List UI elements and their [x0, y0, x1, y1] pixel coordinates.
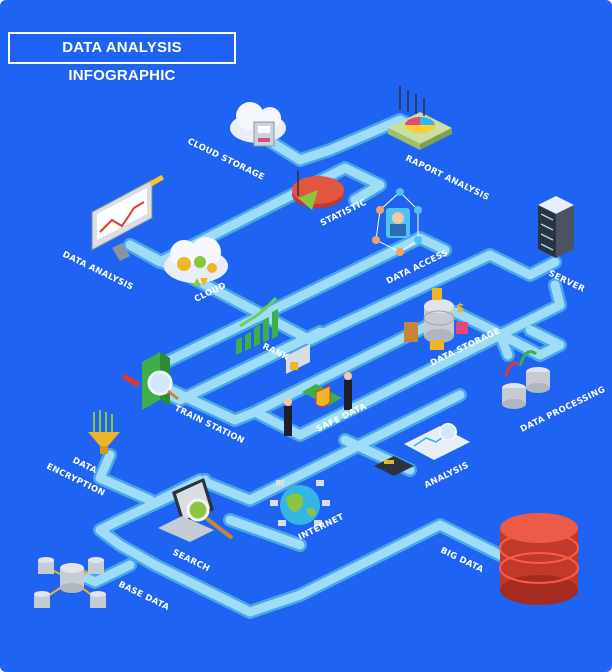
data-storage-icon: $	[404, 288, 468, 350]
rank-bar-chart-icon	[236, 296, 278, 355]
monitor-chart-icon	[91, 174, 165, 261]
cloud-gears-icon	[164, 237, 228, 286]
big-data-database-icon	[499, 513, 579, 605]
data-encryption-funnel-icon	[88, 410, 120, 454]
label-analysis: ANALYSIS	[423, 461, 471, 491]
data-processing-icon	[502, 350, 550, 409]
raport-analysis-icon	[388, 86, 452, 150]
search-laptop-icon	[158, 478, 234, 542]
pie-chart-icon	[292, 170, 344, 210]
svg-text:$: $	[456, 301, 464, 315]
page-title: DATA ANALYSIS INFOGRAPHIC	[8, 32, 236, 84]
safe-data-icon	[284, 344, 352, 436]
cloud-storage-icon	[230, 102, 286, 147]
server-rack-icon	[538, 196, 574, 258]
label-raport-analysis: RAPORT ANALYSIS	[404, 154, 491, 203]
label-base-data: BASE DATA	[117, 580, 171, 613]
data-access-network-icon	[372, 188, 422, 256]
internet-globe-icon	[270, 480, 330, 526]
base-data-network-icon	[34, 557, 106, 608]
train-station-icon	[121, 352, 179, 410]
pipe-network	[63, 113, 567, 619]
analysis-calculator-icon	[374, 423, 470, 476]
label-data-encryption-line1: DATA	[71, 456, 99, 476]
